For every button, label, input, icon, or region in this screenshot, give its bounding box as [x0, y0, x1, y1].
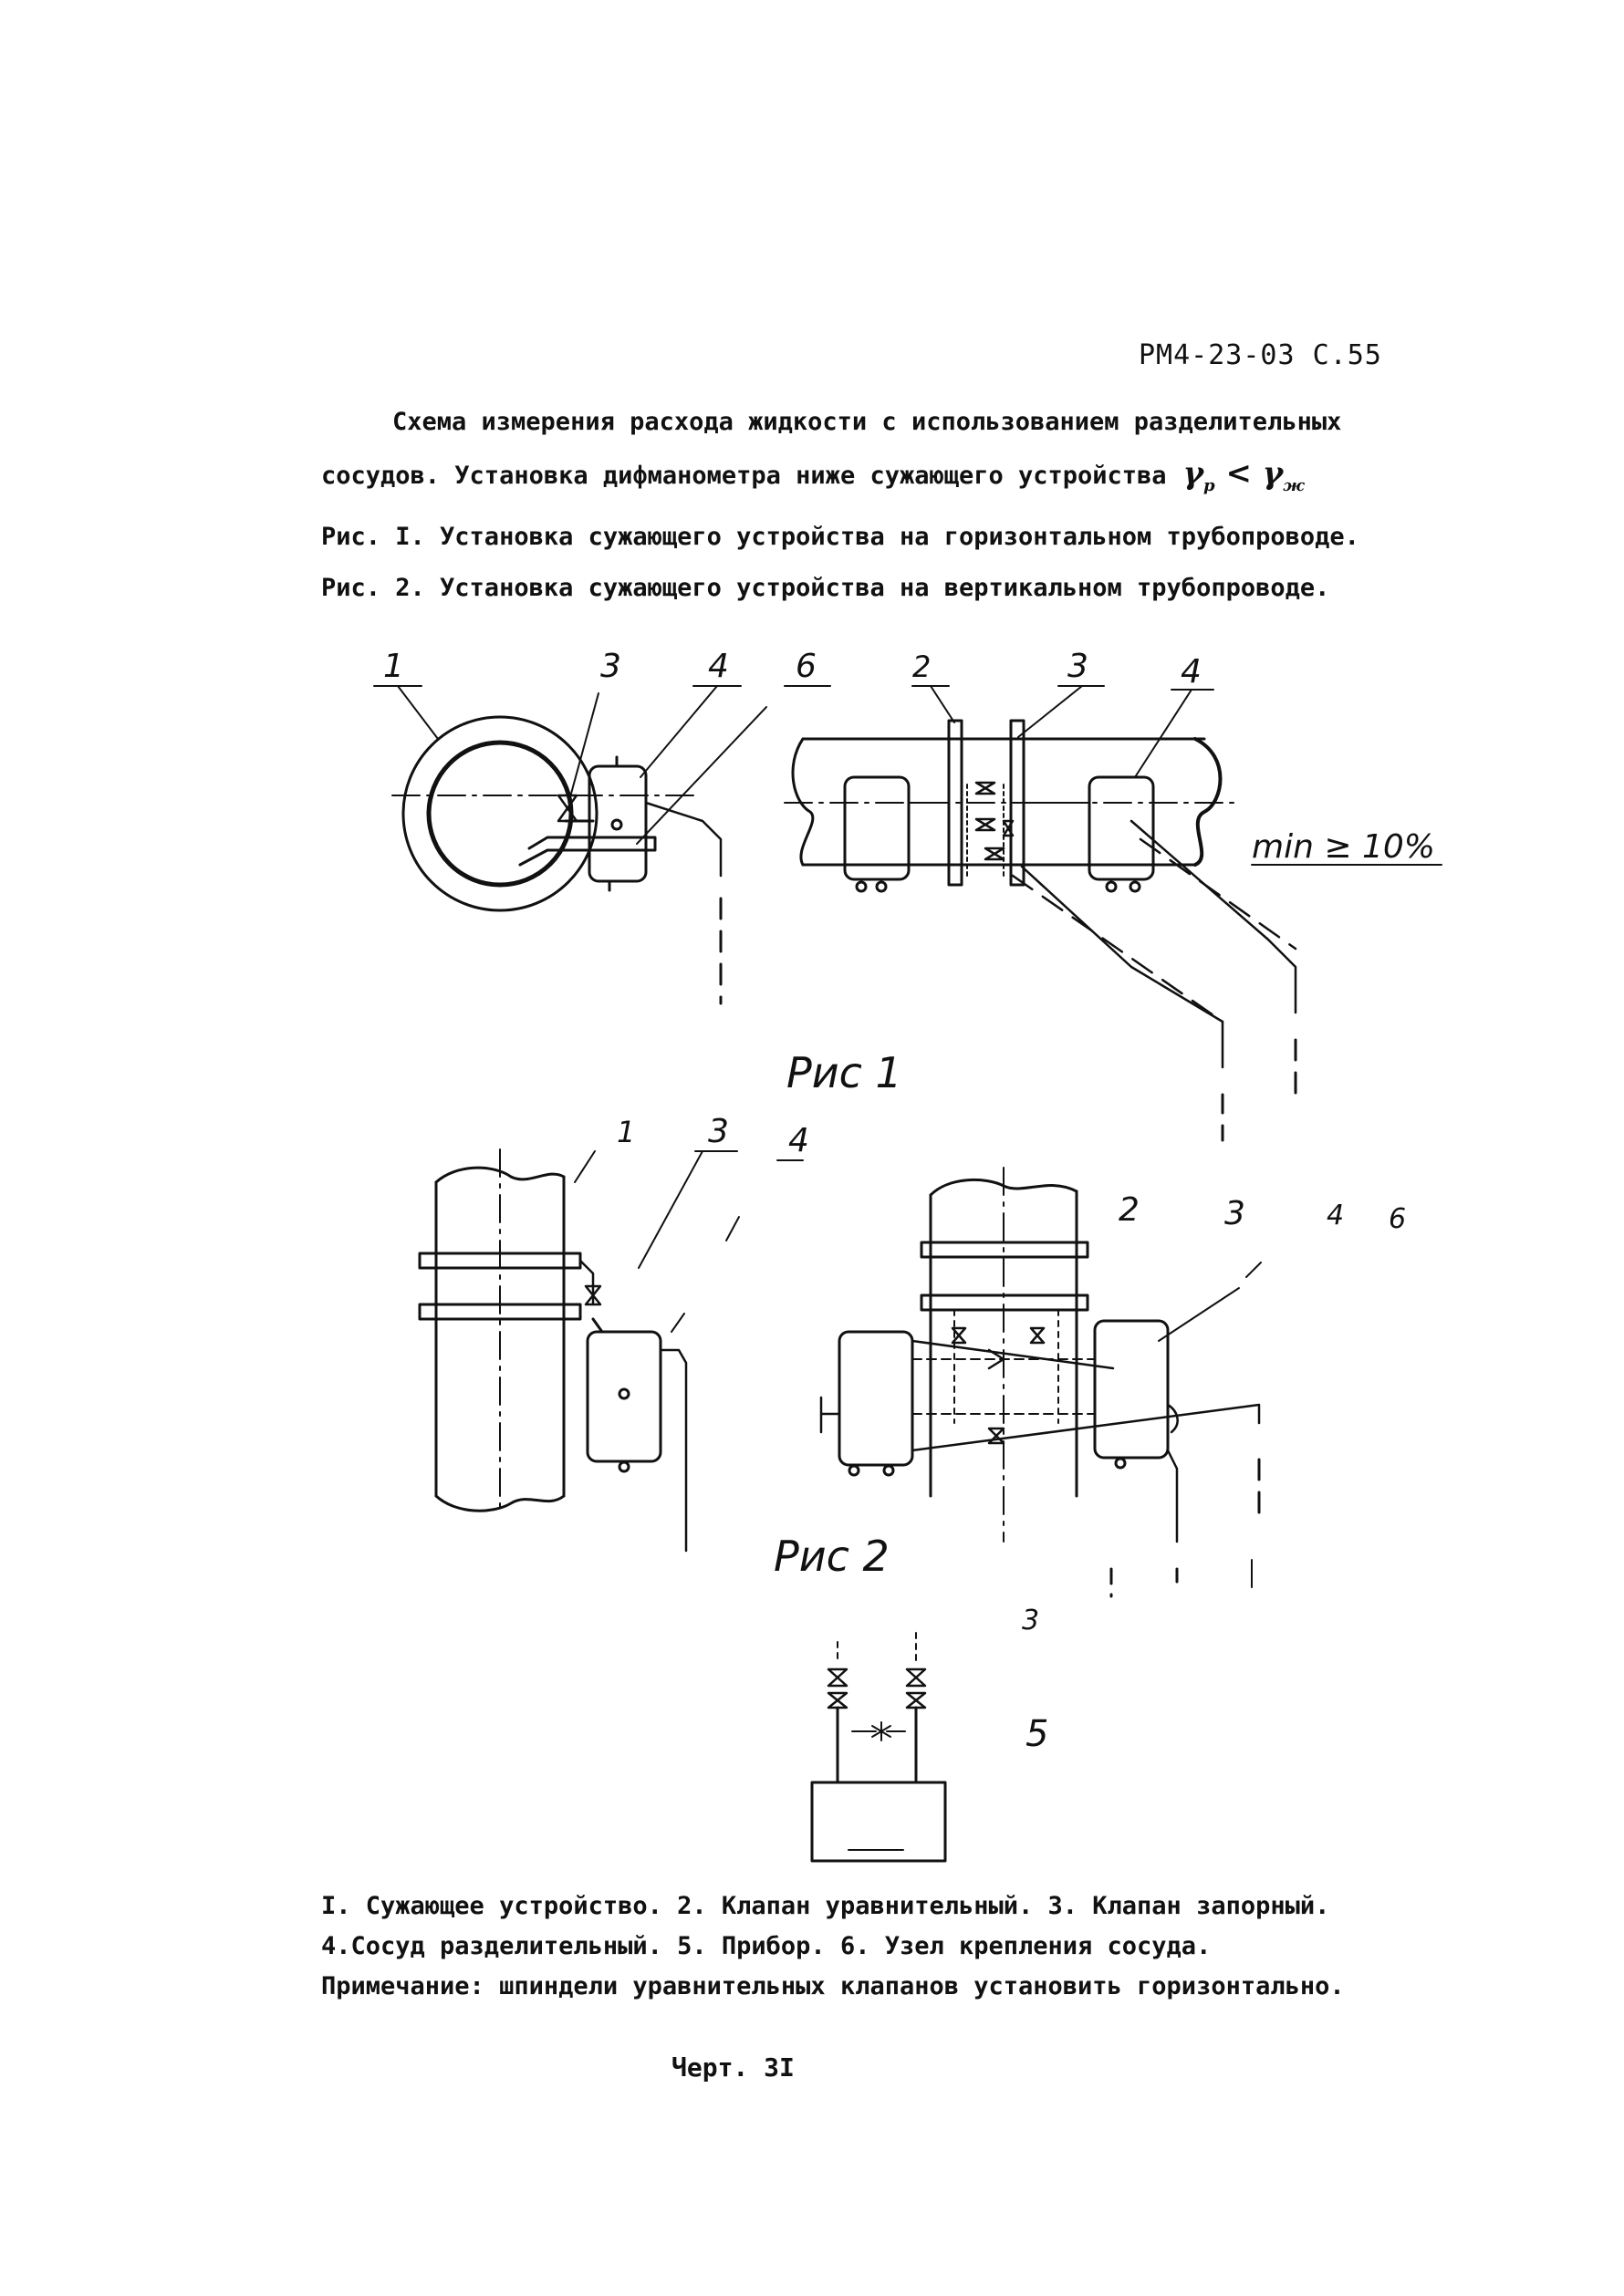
valve-b — [974, 817, 996, 832]
separating-vessel — [588, 764, 648, 883]
gamma-operator: < — [1225, 455, 1252, 492]
pipe-top-break — [434, 1166, 566, 1184]
valve-left-top — [827, 1667, 848, 1688]
impulse-line-down — [644, 801, 723, 878]
label-6: 6 — [796, 648, 817, 685]
vessel-right — [1088, 775, 1155, 881]
leader-line — [636, 706, 767, 845]
fig1-left-leaders — [373, 685, 831, 795]
impulse-line-right — [1166, 1449, 1179, 1543]
intro-line-2: сосудов. Установка дифманометра ниже суж… — [321, 448, 1507, 512]
fig1-horizontal-pipeline — [784, 719, 1297, 1142]
valve-left-bottom — [827, 1691, 848, 1709]
flange-bottom — [920, 1293, 1089, 1312]
label-3: 3 — [708, 1113, 729, 1150]
label-5: 5 — [1025, 1713, 1048, 1755]
instrument-assembly — [810, 1632, 947, 1863]
sheet-number: Черт. 3I — [671, 2052, 795, 2083]
fig1-right-labels: 2 3 4 min ≥ 10% Рис 1 — [786, 648, 1435, 1097]
legend-line-2: 4.Сосуд разделительный. 5. Прибор. 6. Уз… — [321, 1932, 1212, 1960]
pipe-outer-circle — [401, 715, 599, 912]
label-4: 4 — [1181, 653, 1202, 691]
valve-right-bottom — [905, 1691, 927, 1709]
fig1-cross-section — [391, 706, 767, 1005]
vessel-left — [843, 775, 911, 881]
legend-line-1: I. Сужающее устройство. 2. Клапан уравни… — [321, 1892, 1330, 1920]
label-2: 2 — [912, 649, 931, 684]
flange-bottom — [418, 1303, 582, 1321]
pipe-inner-circle — [426, 740, 574, 888]
intro-line-3: Рис. I. Установка сужающего устройства н… — [321, 522, 1359, 551]
fig2-vertical-pipeline-right — [819, 1167, 1261, 1598]
mount-bracket — [518, 836, 657, 867]
slope-note: min ≥ 10% — [1252, 828, 1435, 866]
label-4: 4 — [708, 648, 729, 685]
density-condition: γр < γж — [1182, 455, 1305, 495]
valve-top-left — [951, 1326, 967, 1345]
page-code: РМ4-23-03 С.55 — [1139, 339, 1382, 371]
gamma-left: γ — [1182, 455, 1204, 492]
valve-symbol — [557, 794, 578, 823]
valve-right-top — [905, 1667, 927, 1688]
valve-c — [984, 847, 1005, 861]
fig2-left-leaders — [574, 1150, 804, 1333]
instrument-body — [810, 1781, 947, 1863]
gamma-right: γ — [1262, 455, 1284, 492]
separating-vessel — [586, 1330, 662, 1463]
vessel-left — [838, 1330, 914, 1467]
valve-a — [974, 781, 996, 795]
valve-middle — [987, 1348, 1005, 1370]
fig1-right-leaders — [911, 685, 1442, 866]
intro-line-4: Рис. 2. Установка сужающего устройства н… — [321, 573, 1330, 602]
label-4: 4 — [788, 1122, 809, 1159]
label-2: 2 — [1119, 1191, 1140, 1229]
equalizing-valve — [851, 1721, 906, 1741]
label-4: 4 — [1327, 1200, 1344, 1231]
intro-text: Схема измерения расхода жидкости с испол… — [321, 397, 1507, 614]
fig2-right-leaders — [1158, 1262, 1262, 1342]
pipe-bottom-break — [434, 1494, 566, 1512]
impulse-line-cross-1 — [911, 1339, 1115, 1370]
valve-symbol — [584, 1284, 602, 1306]
valve-top-right — [1029, 1326, 1046, 1345]
gamma-left-sub: р — [1203, 475, 1215, 495]
label-3: 3 — [1022, 1605, 1039, 1636]
label-3: 3 — [1224, 1195, 1245, 1232]
legend-note: Примечание: шпиндели уравнительных клапа… — [321, 1972, 1345, 2000]
fig2-caption: Рис 2 — [774, 1532, 890, 1581]
pipe-right-break — [1193, 737, 1223, 867]
dashed-slope-left — [1011, 874, 1224, 1023]
label-3: 3 — [600, 648, 621, 685]
label-1: 1 — [383, 648, 404, 685]
vessel-right — [1093, 1319, 1170, 1460]
flange-top — [920, 1241, 1089, 1259]
fig2-vertical-pipeline-left — [418, 1148, 688, 1553]
intro-line-2-text: сосудов. Установка дифманометра ниже суж… — [321, 462, 1167, 490]
legend: I. Сужающее устройство. 2. Клапан уравни… — [321, 1886, 1345, 2007]
label-6: 6 — [1389, 1203, 1406, 1235]
label-1: 1 — [617, 1115, 635, 1149]
gamma-right-sub: ж — [1283, 475, 1305, 495]
fig2-left-labels: 1 3 4 — [617, 1113, 809, 1159]
fig1-left-labels: 1 3 4 6 — [383, 648, 817, 685]
fig1-caption: Рис 1 — [786, 1048, 902, 1097]
impulse-line-left — [1020, 865, 1224, 1069]
impulse-line-cross-2 — [911, 1403, 1261, 1452]
pipe-left-break — [791, 737, 815, 867]
vessel-port — [610, 818, 623, 831]
fig2-right-labels: 2 3 4 6 Рис 2 3 5 — [774, 1191, 1406, 1755]
intro-line-1: Схема измерения расхода жидкости с испол… — [392, 408, 1342, 436]
dashed-slope-right — [1139, 837, 1297, 951]
label-3: 3 — [1067, 648, 1088, 685]
